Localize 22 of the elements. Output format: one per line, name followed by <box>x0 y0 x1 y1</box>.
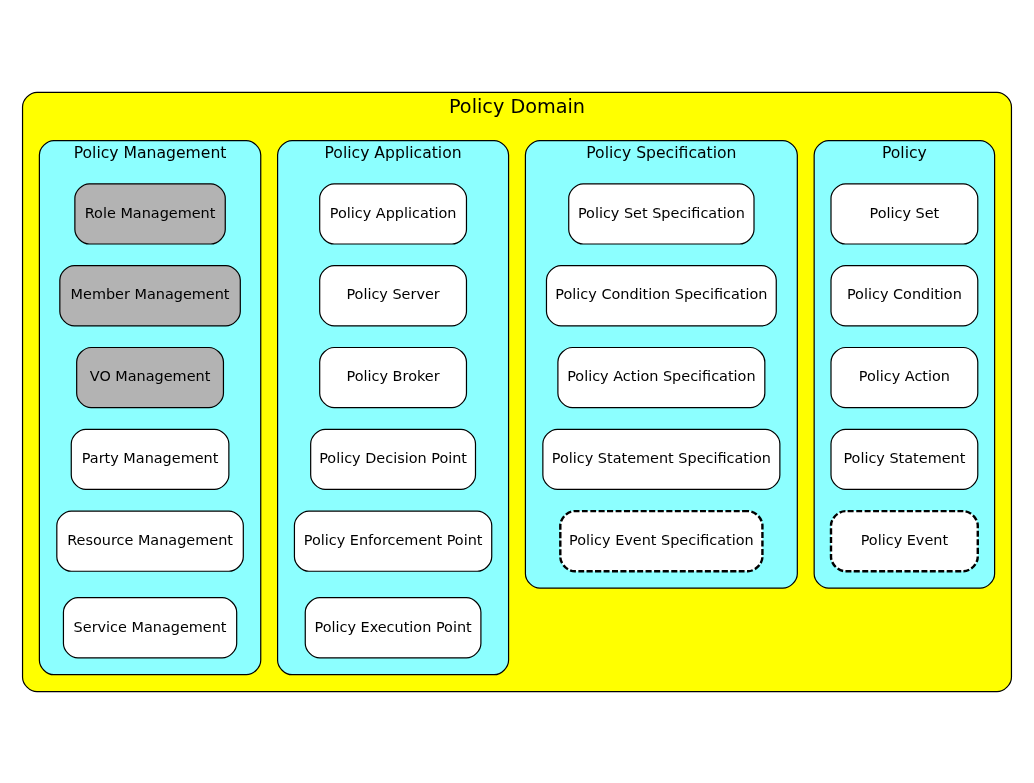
node-box: Policy Condition <box>830 264 979 326</box>
node-box: Policy Set Specification <box>568 182 755 245</box>
node-box: Policy Statement Specification <box>542 428 781 490</box>
node-box: Policy Broker <box>319 346 468 408</box>
node-box: Policy Event <box>829 509 979 572</box>
node-box: Policy Event Specification <box>559 509 764 572</box>
node-box: Policy Decision Point <box>310 428 477 490</box>
node-box: Role Management <box>74 182 226 245</box>
node-box: Party Management <box>70 428 230 490</box>
node-box: Policy Condition Specification <box>545 264 777 326</box>
node-box: Policy Application <box>319 182 468 245</box>
node-box: VO Management <box>76 346 225 408</box>
node-box: Policy Execution Point <box>304 596 482 658</box>
node-box: Policy Server <box>319 264 468 326</box>
node-box: Policy Action Specification <box>557 346 766 408</box>
node-box: Resource Management <box>56 510 244 572</box>
node-box: Service Management <box>62 596 238 658</box>
node-box: Member Management <box>59 264 241 326</box>
node-box: Policy Set <box>830 182 979 245</box>
node-box: Policy Action <box>830 346 979 408</box>
node-box: Policy Enforcement Point <box>293 510 493 572</box>
node-box: Policy Statement <box>830 428 979 490</box>
